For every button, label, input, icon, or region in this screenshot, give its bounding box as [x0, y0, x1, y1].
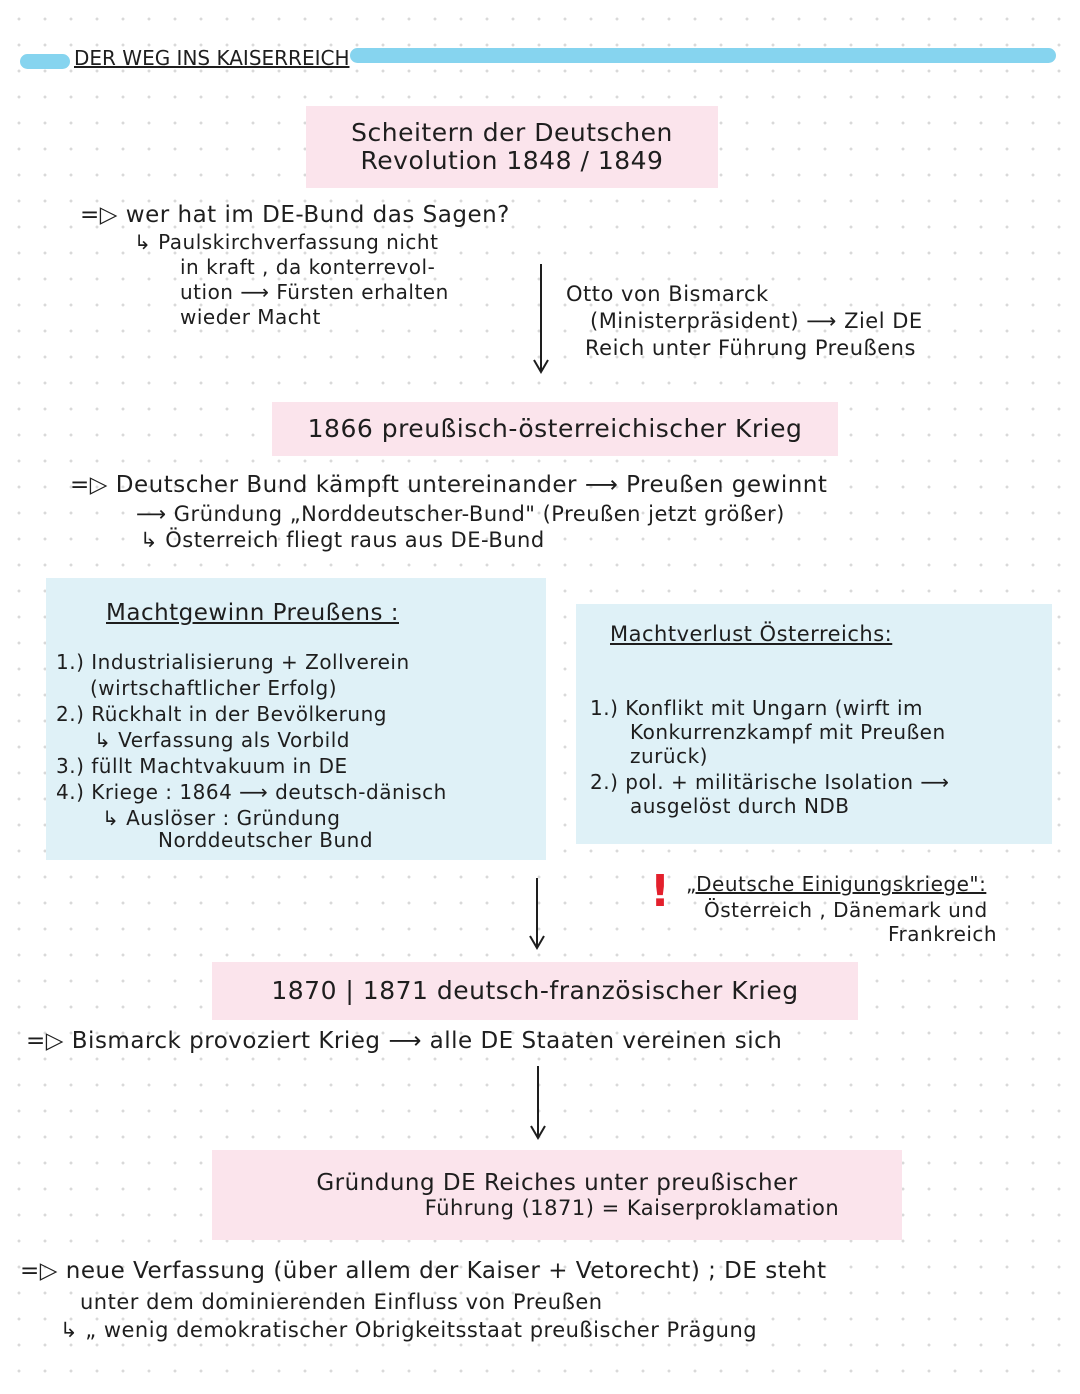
revolution-box: Scheitern der Deutschen Revolution 1848 … — [306, 106, 718, 188]
block1-line4: wieder Macht — [180, 305, 321, 329]
power-loss-item: Konkurrenzkampf mit Preußen — [630, 720, 946, 744]
down-arrow-3 — [530, 1066, 546, 1140]
power-loss-item: ausgelöst durch NDB — [630, 794, 850, 818]
block1-line1: ↳ Paulskirchverfassung nicht — [134, 230, 439, 254]
revolution-box-line1: Scheitern der Deutschen — [351, 118, 673, 147]
power-gain-panel: Machtgewinn Preußens : 1.) Industrialisi… — [46, 578, 546, 860]
down-arrow-2 — [529, 878, 545, 950]
war-1870-text: 1870 | 1871 deutsch-französischer Krieg — [271, 976, 799, 1005]
exclamation-icon: ! — [650, 866, 671, 917]
war-1870-box: 1870 | 1871 deutsch-französischer Krieg — [212, 962, 858, 1020]
power-gain-item: 2.) Rückhalt in der Bevölkerung — [56, 702, 387, 726]
block4-line2: unter dem dominierenden Einfluss von Pre… — [80, 1290, 603, 1314]
block4-line1: =▷ neue Verfassung (über allem der Kaise… — [20, 1258, 827, 1284]
power-gain-item: 4.) Kriege : 1864 ⟶ deutsch-dänisch — [56, 780, 447, 804]
note-line3: Frankreich — [888, 922, 998, 946]
revolution-box-line2: Revolution 1848 / 1849 — [360, 146, 664, 175]
block2-line1: =▷ Deutscher Bund kämpft untereinander ⟶… — [70, 472, 828, 498]
power-loss-item: 1.) Konflikt mit Ungarn (wirft im — [590, 696, 923, 720]
bismarck-line1: Otto von Bismarck — [566, 282, 769, 306]
block2-line2: ⟶ Gründung „Norddeutscher-Bund" (Preußen… — [136, 502, 785, 526]
title-bar-left — [20, 54, 70, 69]
power-loss-panel: Machtverlust Österreichs: 1.) Konflikt m… — [576, 604, 1052, 844]
power-loss-item: 2.) pol. + militärische Isolation ⟶ — [590, 770, 950, 794]
power-gain-item: ↳ Verfassung als Vorbild — [94, 728, 350, 752]
down-arrow-1 — [533, 264, 549, 374]
power-gain-item: Norddeutscher Bund — [158, 828, 374, 852]
war-1866-box: 1866 preußisch-österreichischer Krieg — [272, 402, 838, 456]
block1-line2: in kraft , da konterrevol- — [180, 255, 436, 279]
note-line2: Österreich , Dänemark und — [704, 898, 988, 922]
page-title: Der Weg ins Kaiserreich — [74, 46, 350, 70]
power-loss-heading: Machtverlust Österreichs: — [610, 622, 893, 646]
power-gain-item: ↳ Auslöser : Gründung — [102, 806, 341, 830]
bismarck-line2: (Ministerpräsident) ⟶ Ziel DE — [590, 309, 923, 333]
reich-founding-line2: Führung (1871) = Kaiserproklamation — [424, 1195, 840, 1220]
question-line: =▷ wer hat im DE-Bund das Sagen? — [80, 202, 510, 228]
block4-line3: ↳ „ wenig demokratischer Obrigkeitsstaat… — [60, 1318, 758, 1342]
war-1866-text: 1866 preußisch-österreichischer Krieg — [307, 414, 803, 443]
reich-founding-line1: Gründung DE Reiches unter preußischer — [316, 1169, 798, 1196]
block1-line3: ution ⟶ Fürsten erhalten — [180, 280, 449, 304]
power-gain-item: 3.) füllt Machtvakuum in DE — [56, 754, 348, 778]
reich-founding-box: Gründung DE Reiches unter preußischer Fü… — [212, 1150, 902, 1240]
note-line1: „Deutsche Einigungskriege": — [686, 872, 987, 896]
title-bar-right — [350, 48, 1056, 63]
bismarck-line3: Reich unter Führung Preußens — [585, 336, 916, 360]
block3-line: =▷ Bismarck provoziert Krieg ⟶ alle DE S… — [26, 1028, 783, 1054]
power-loss-item: zurück) — [630, 744, 708, 768]
power-gain-item: (wirtschaftlicher Erfolg) — [90, 676, 338, 700]
block2-line3: ↳ Österreich fliegt raus aus DE-Bund — [140, 528, 545, 552]
power-gain-heading: Machtgewinn Preußens : — [106, 600, 399, 626]
power-gain-item: 1.) Industrialisierung + Zollverein — [56, 650, 410, 674]
